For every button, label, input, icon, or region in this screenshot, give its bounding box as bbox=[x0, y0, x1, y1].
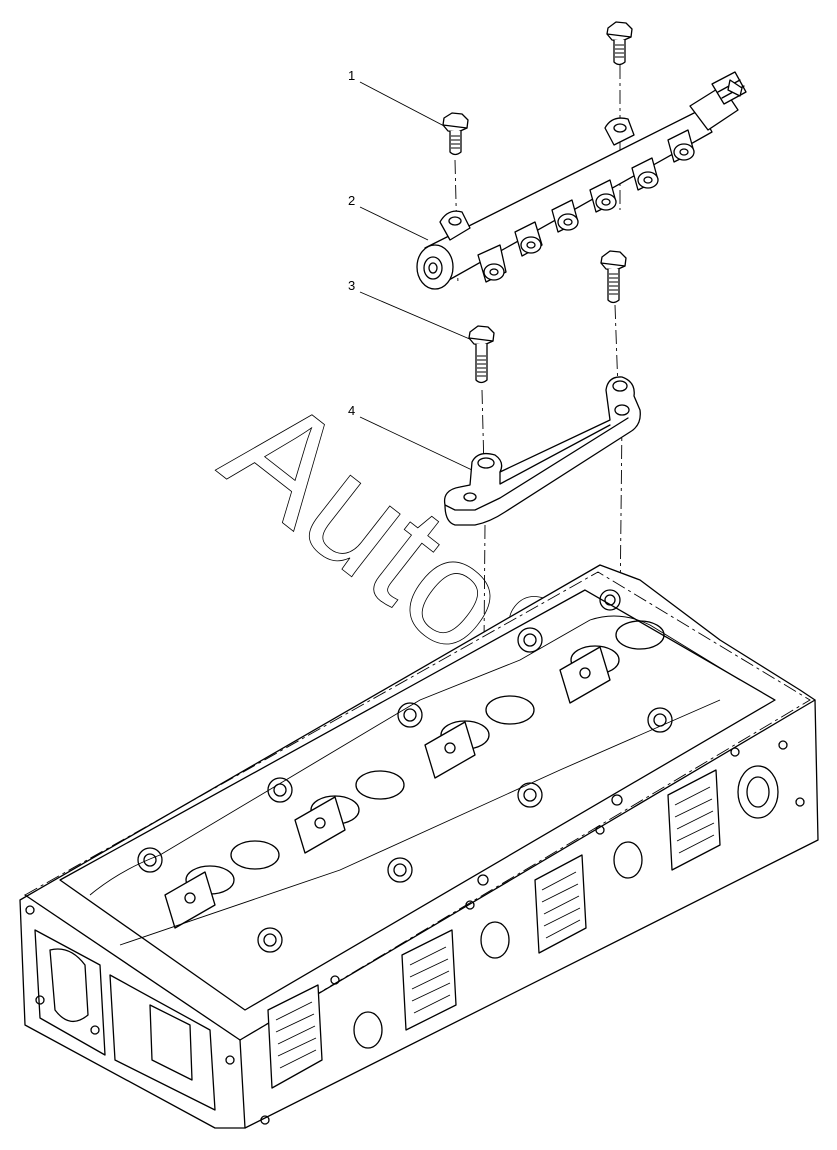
exhaust-bore-2 bbox=[480, 921, 510, 959]
bolt-rail-right bbox=[600, 250, 627, 304]
callout-1: 1 bbox=[348, 68, 449, 129]
cylinder-head bbox=[19, 564, 819, 1129]
rail-outlet-4 bbox=[589, 179, 617, 213]
callout-label-3: 3 bbox=[348, 278, 355, 293]
bolt-top-right bbox=[606, 21, 633, 66]
perimeter-bolt-holes bbox=[25, 740, 805, 1125]
rail-outlet-6 bbox=[667, 129, 695, 163]
rail-pressure-sensor bbox=[689, 71, 747, 131]
intake-port-1 bbox=[267, 984, 323, 1089]
callout-label-2: 2 bbox=[348, 193, 355, 208]
rail-outlet-2 bbox=[514, 221, 543, 257]
bolt-1 bbox=[442, 112, 469, 156]
callout-3: 3 bbox=[348, 278, 473, 341]
intake-port-3 bbox=[534, 854, 587, 954]
injector-bosses bbox=[164, 646, 611, 929]
intake-port-2 bbox=[401, 929, 457, 1031]
exhaust-bore-3 bbox=[613, 841, 643, 879]
mounting-bracket bbox=[443, 376, 641, 526]
left-end-face bbox=[34, 929, 216, 1111]
callout-label-1: 1 bbox=[348, 68, 355, 83]
exhaust-bore-1 bbox=[353, 1011, 383, 1049]
rail-outlet-1 bbox=[477, 244, 507, 283]
intake-port-4 bbox=[667, 769, 721, 871]
head-bolt-holes bbox=[137, 589, 673, 953]
rail-outlet-3 bbox=[551, 199, 579, 233]
callout-4: 4 bbox=[348, 403, 473, 471]
callout-2: 2 bbox=[348, 193, 429, 241]
end-port bbox=[737, 765, 779, 819]
rail-outlet-5 bbox=[631, 157, 659, 191]
bolt-3 bbox=[468, 325, 495, 384]
fuel-rail bbox=[416, 71, 747, 290]
callout-label-4: 4 bbox=[348, 403, 355, 418]
